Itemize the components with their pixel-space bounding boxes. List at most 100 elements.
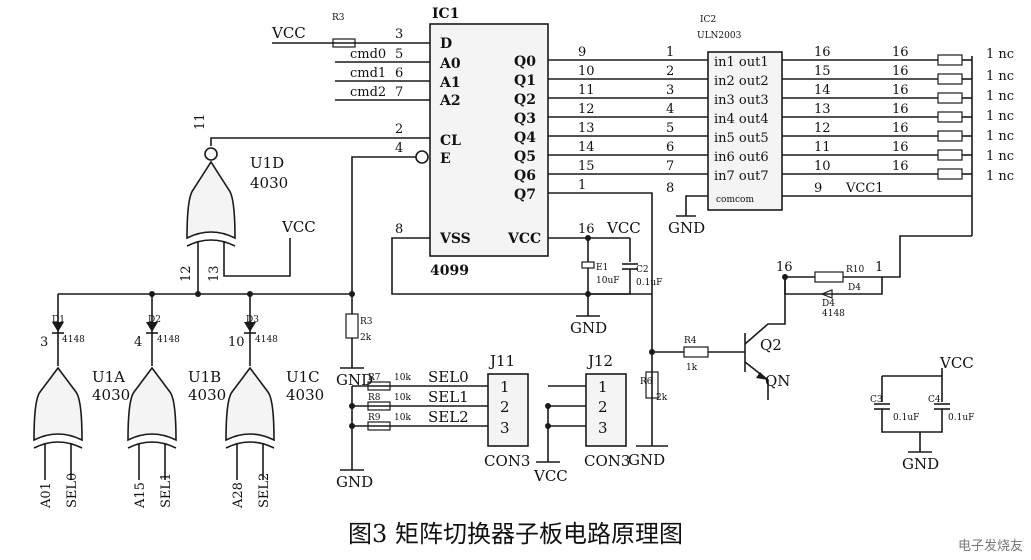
j12-pin-1: 1 [598, 378, 608, 396]
ic2-row-2: in2 out2 [714, 74, 769, 89]
c3-val: 0.1uF [893, 413, 919, 423]
ic1-pin-e: E [440, 151, 451, 167]
j11-pin-2: 2 [500, 398, 510, 416]
j12-pin-2: 2 [598, 398, 608, 416]
ic1-pin-q4: Q4 [514, 130, 536, 146]
ic2-row-1: in1 out1 [714, 55, 769, 70]
sel2-label: SEL2 [428, 408, 469, 426]
ic1-part: 4099 [430, 263, 469, 279]
j11-pin-3: 3 [500, 419, 510, 437]
r3-top-label: R3 [332, 13, 345, 23]
j12-name: J12 [586, 352, 613, 370]
ic1-pin-cl: CL [440, 133, 461, 149]
ic1-pin-a0: A0 [439, 56, 461, 72]
d2-name: D2 [148, 315, 161, 325]
ic1-pin-q5: Q5 [514, 149, 536, 165]
c4-label: C4 [928, 395, 941, 405]
relay-tag-2: 1 nc [986, 69, 1014, 84]
c2-label: C2 [636, 265, 649, 275]
net-vcc-u1d: VCC [281, 218, 316, 236]
r8-label: R8 [368, 393, 381, 403]
c2-val: 0.1uF [636, 278, 662, 288]
u1d-gate [186, 160, 236, 247]
c3-label: C3 [870, 395, 883, 405]
ic1-pinnum-3: 3 [395, 27, 403, 42]
r7-val: 10k [394, 373, 411, 383]
d4-pin-r: 1 [875, 260, 883, 275]
schematic: IC1 4099 D A0 A1 A2 CL E VSS Q0 Q1 Q2 Q3… [33, 6, 1014, 509]
ic1-pinnum-11: 11 [578, 83, 595, 98]
relay-tag-6: 1 nc [986, 149, 1014, 164]
gnd-ic1: GND [570, 319, 607, 337]
u1a-in1: A01 [39, 482, 54, 509]
u1a-in2: SEL0 [65, 473, 80, 508]
r6-label: R6 [640, 377, 653, 387]
net-vcc-j12: VCC [533, 467, 568, 485]
ic1-pinnum-2: 2 [395, 122, 403, 137]
ic2-in-1: 1 [666, 45, 674, 60]
net-vcc-top: VCC [271, 24, 306, 42]
u1d-name: U1D [250, 154, 284, 172]
diodes [52, 294, 256, 366]
ic2-in-5: 5 [666, 121, 674, 136]
d4-pin-l: 16 [776, 260, 793, 275]
u1b-in2: SEL1 [159, 473, 174, 508]
watermark: 电子发烧友 [957, 539, 1023, 554]
ic1-pinnum-16: 16 [578, 222, 595, 237]
e1-label: E1 [596, 263, 608, 273]
q2-sub-label: QN [765, 372, 790, 390]
u1b-name: U1B [188, 368, 221, 386]
d3-name: D3 [246, 315, 259, 325]
q2-label: Q2 [760, 336, 782, 354]
ic2-in-2: 2 [666, 64, 674, 79]
ic1-body [429, 23, 549, 257]
ic1-pinnum-6: 6 [395, 66, 403, 81]
ic1-pin-d: D [440, 36, 452, 52]
sel1-label: SEL1 [428, 388, 469, 406]
r8-val: 10k [394, 393, 411, 403]
relay-pin-4: 16 [892, 102, 909, 117]
d4-name: D4 [848, 283, 861, 293]
u1d-pin-a: 12 [179, 265, 194, 282]
ic2-part: ULN2003 [697, 31, 742, 41]
ic1-pinnum-1: 1 [578, 178, 586, 193]
r6-val: 2k [656, 393, 668, 403]
ic2-in-3: 3 [666, 83, 674, 98]
j11-name: J11 [488, 352, 515, 370]
ic1-pinnum-13: 13 [578, 121, 595, 136]
u1b-gate [127, 366, 177, 480]
ic1-pinnum-8: 8 [395, 222, 403, 237]
cmd2-label: cmd2 [350, 85, 386, 100]
ic1-pin-q2: Q2 [514, 92, 536, 108]
r9-label: R9 [368, 413, 381, 423]
j12-body [585, 373, 627, 447]
gnd-ic2: GND [668, 219, 705, 237]
d1-part: 4148 [62, 335, 85, 345]
ic1-pinnum-7: 7 [395, 85, 403, 100]
gnd-c: GND [902, 455, 939, 473]
ic1-pin-q7: Q7 [514, 187, 536, 203]
ic1-pin-q6: Q6 [514, 168, 536, 184]
relay-coils [937, 54, 963, 180]
ic1-pin-a2: A2 [439, 93, 461, 109]
r3-label: R3 [360, 317, 373, 327]
relay-tag-4: 1 nc [986, 109, 1014, 124]
net-vcc-ic1: VCC [606, 219, 641, 237]
ic1-pinnum-12: 12 [578, 102, 595, 117]
relay-pin-5: 16 [892, 121, 909, 136]
u1c-in2: SEL2 [257, 473, 272, 508]
ic2-out-14: 14 [814, 83, 831, 98]
ic2-out-9: 9 [814, 181, 822, 196]
j11-pin-1: 1 [500, 378, 510, 396]
j11-part: CON3 [484, 452, 530, 470]
d4-part: 4148 [822, 309, 845, 319]
ic1-name: IC1 [432, 6, 459, 22]
ic1-pin-q3: Q3 [514, 111, 536, 127]
u1c-in1: A28 [231, 482, 246, 509]
ic2-out-12: 12 [814, 121, 831, 136]
u1b-in1: A15 [133, 482, 148, 509]
d1-name: D1 [52, 315, 65, 325]
u1b-part: 4030 [188, 386, 226, 404]
ic1-pin-q1: Q1 [514, 73, 536, 89]
r9-val: 10k [394, 413, 411, 423]
